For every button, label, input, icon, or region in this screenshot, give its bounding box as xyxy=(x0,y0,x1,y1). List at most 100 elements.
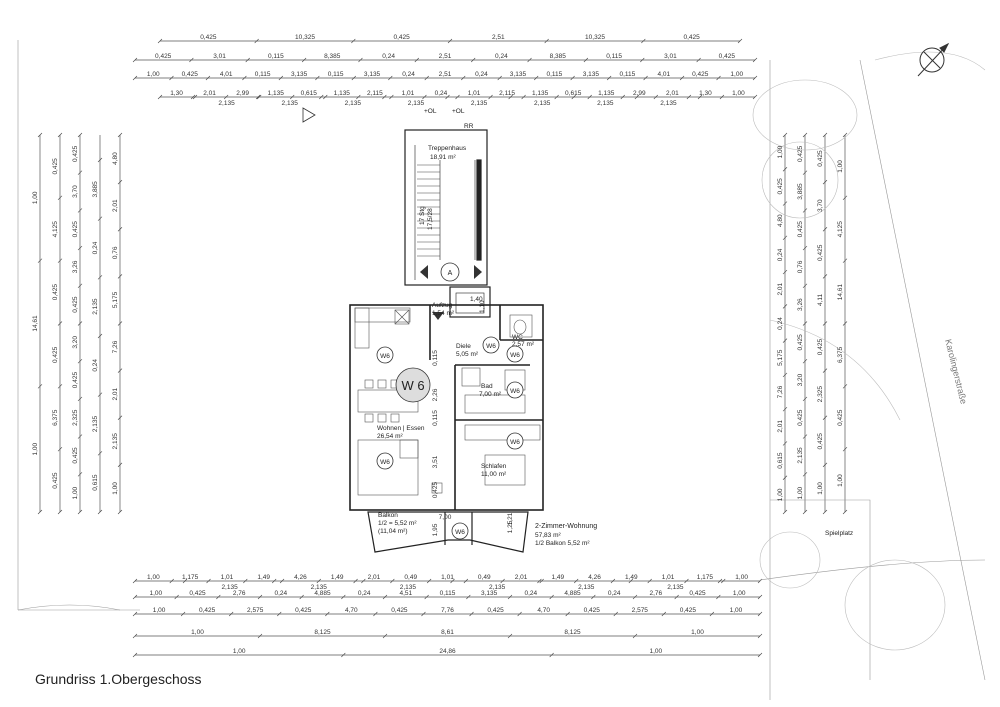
lift-width: 1,40 xyxy=(470,296,483,303)
dim-text-right1-2: 4,80 xyxy=(777,214,784,227)
dim-tick xyxy=(782,406,788,412)
dim-tick xyxy=(424,75,429,81)
room-tag-circle xyxy=(506,381,524,399)
dim-text-bot3-2: 2,575 xyxy=(247,607,264,614)
dim-tick xyxy=(782,338,788,343)
dim-tick xyxy=(382,94,387,100)
dim-text-top1-3: 2,51 xyxy=(492,34,505,41)
dim-tick xyxy=(445,94,450,100)
dim-tick xyxy=(537,578,542,584)
dim-text-bot1b-4: 2,135 xyxy=(578,584,595,591)
room-tag-label: W6 xyxy=(380,459,390,466)
dim-text-top4a-3: 1,135 xyxy=(268,90,285,97)
dim-tick xyxy=(632,633,638,639)
dim-tick xyxy=(647,578,652,584)
dim-tick xyxy=(549,652,554,658)
dim-tick xyxy=(57,509,63,515)
dim-tick xyxy=(822,368,828,373)
dim-tick xyxy=(455,94,460,100)
dim-text-top2-8: 0,115 xyxy=(606,53,622,60)
dim-tick xyxy=(77,321,83,326)
dim-text-top4a-9: 1,01 xyxy=(468,90,481,97)
dim-tick xyxy=(782,372,788,378)
dim-tick xyxy=(182,578,188,584)
dim-tick xyxy=(132,633,138,639)
living-name: Wohnen | Essen xyxy=(377,425,425,432)
dim-text-top4b-0: 2,135 xyxy=(218,100,235,107)
dim-tick xyxy=(634,94,640,100)
dim-text-bot1a-14: 1,01 xyxy=(662,574,675,581)
dim-text-bot4-1: 8,125 xyxy=(314,629,331,636)
dim-text-right3-5: 2,325 xyxy=(817,386,824,403)
axis-label: A xyxy=(448,270,453,277)
stair-area: 18,91 m² xyxy=(430,154,456,161)
dim-text-left5-7: 1,00 xyxy=(112,482,119,495)
dim-tick xyxy=(757,611,763,617)
dim-tick xyxy=(822,462,828,468)
dim-text-top4a-1: 2,01 xyxy=(203,90,216,97)
dim-tick xyxy=(641,38,646,44)
dim-text-left5-3: 5,175 xyxy=(112,291,119,308)
dim-text-bot2-4: 4,885 xyxy=(314,590,331,597)
dim-text-right2-8: 2,135 xyxy=(797,447,804,464)
dim-text-bot1a-7: 0,49 xyxy=(404,574,417,581)
dim-text-right3-4: 0,425 xyxy=(817,339,824,356)
dim-text-right3-1: 3,70 xyxy=(817,199,824,212)
dim-text-top4b-1: 2,135 xyxy=(282,100,299,107)
dim-text-bot3-7: 0,425 xyxy=(487,607,504,614)
dim-text-top4b-6: 2,135 xyxy=(597,100,614,107)
dim-tick xyxy=(782,201,788,206)
dim-text-bot1a-12: 4,26 xyxy=(588,574,601,581)
dim-tick xyxy=(117,227,123,232)
room-tag-circle xyxy=(506,432,524,450)
stair-steps: 17 Stg xyxy=(419,206,426,225)
dim-tick xyxy=(470,57,476,63)
dim-text-bot3-5: 0,425 xyxy=(391,607,408,614)
dim-text-right4-5: 1,00 xyxy=(837,474,844,487)
dim-tick xyxy=(717,578,723,584)
dim-tick xyxy=(301,57,307,63)
dim-tick xyxy=(242,75,247,81)
dim-text-right3-6: 0,425 xyxy=(817,433,824,450)
dim-tick xyxy=(842,195,848,201)
dim-text-left3-5: 3,20 xyxy=(72,336,79,349)
dim-tick xyxy=(351,38,356,44)
dim-tick xyxy=(255,94,261,100)
dim-tick xyxy=(382,633,388,639)
dim-text-left3-0: 0,425 xyxy=(72,145,79,162)
dim-tick xyxy=(97,216,103,221)
dim-text-bot1b-0: 2,135 xyxy=(221,584,238,591)
dim-text-bot4-4: 1,00 xyxy=(691,629,704,636)
dim-text-top4a-7: 1,01 xyxy=(402,90,415,97)
dim-text-right1-3: 0,24 xyxy=(777,248,784,261)
dim-tick xyxy=(782,475,788,480)
dim-tick xyxy=(628,578,634,584)
dim-text-left2-3: 0,425 xyxy=(52,346,59,363)
dim-text-left5-6: 2,135 xyxy=(112,433,119,450)
dim-tick xyxy=(517,611,522,617)
dim-text-mid-7: 7,00 xyxy=(439,514,452,521)
dim-tick xyxy=(674,594,679,600)
lift-area: 1,54 m² xyxy=(432,310,455,317)
dim-text-left4-1: 0,24 xyxy=(92,241,99,254)
dim-tick xyxy=(414,57,420,63)
dim-text-top2-9: 3,01 xyxy=(664,53,677,60)
dim-tick xyxy=(257,594,263,600)
dim-tick xyxy=(565,611,570,617)
dim-text-bot3-10: 2,575 xyxy=(632,607,649,614)
dim-text-top3-12: 3,135 xyxy=(583,71,600,78)
dim-tick xyxy=(77,434,83,439)
dim-tick xyxy=(591,594,596,600)
dim-tick xyxy=(256,94,262,100)
dim-text-top3-7: 0,24 xyxy=(402,71,415,78)
dim-text-left4-0: 3,885 xyxy=(92,181,99,198)
dim-tick xyxy=(508,94,513,100)
dim-text-bot1a-11: 1,49 xyxy=(551,574,564,581)
axis-marker xyxy=(440,262,460,282)
dim-tick xyxy=(721,578,726,584)
dim-tick xyxy=(97,392,103,397)
dim-text-left5-2: 0,76 xyxy=(112,246,119,259)
dim-text-top2-5: 2,51 xyxy=(439,53,452,60)
dim-tick xyxy=(469,611,474,617)
dim-tick xyxy=(361,578,366,584)
